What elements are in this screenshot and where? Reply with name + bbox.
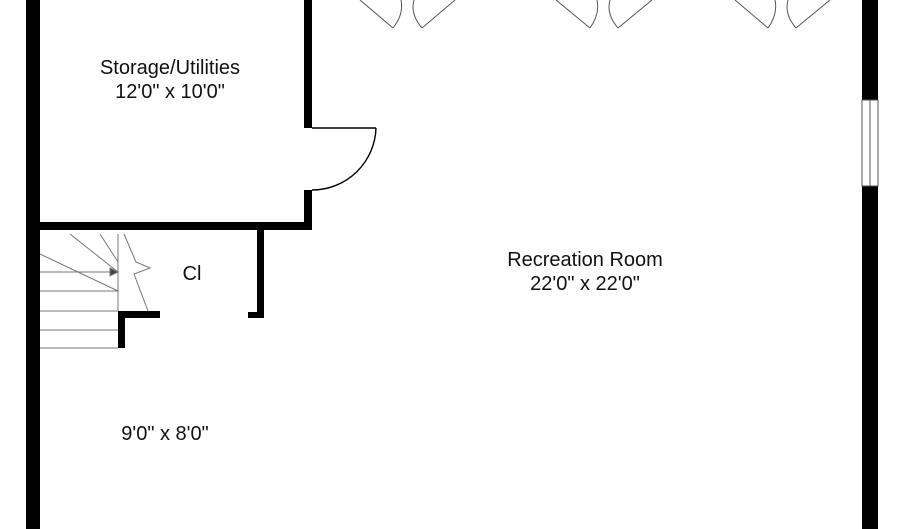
right-exterior-wall-lower [862,186,878,529]
right-exterior-wall-upper [862,0,878,100]
storage-door [311,127,377,191]
stair-winder [69,233,119,273]
stair-landing-wall-horizontal [118,311,160,318]
recreation-room-size: 22'0" x 22'0" [530,273,640,295]
storage-door-jamb-wall [304,190,312,228]
stair-landing-wall-vertical [118,311,125,348]
closet-label: Cl [182,263,202,285]
left-exterior-wall [26,0,40,529]
storage-bottom-wall [40,222,312,230]
double-door-2 [555,0,653,29]
double-door-1 [359,0,456,29]
recreation-room-label: Recreation Room 22'0" x 22'0" [470,248,700,296]
closet-right-wall [257,230,264,318]
double-door-3 [734,0,831,29]
stair-area-size: 9'0" x 8'0" [121,423,209,445]
storage-room-size: 12'0" x 10'0" [115,81,225,103]
top-double-doors [359,0,831,29]
staircase [39,233,152,349]
storage-room-name: Storage/Utilities [99,57,241,79]
stair-winder [99,233,119,263]
stair-arrow-head [109,267,120,277]
stair-break-line [123,233,152,312]
closet-right-wall-foot [248,312,264,318]
stair-winder [39,253,119,292]
storage-right-wall [304,0,312,128]
walls [26,0,878,529]
window-right-wall [861,99,879,187]
storage-room-label: Storage/Utilities 12'0" x 10'0" [60,56,280,104]
recreation-room-name: Recreation Room [507,249,663,271]
